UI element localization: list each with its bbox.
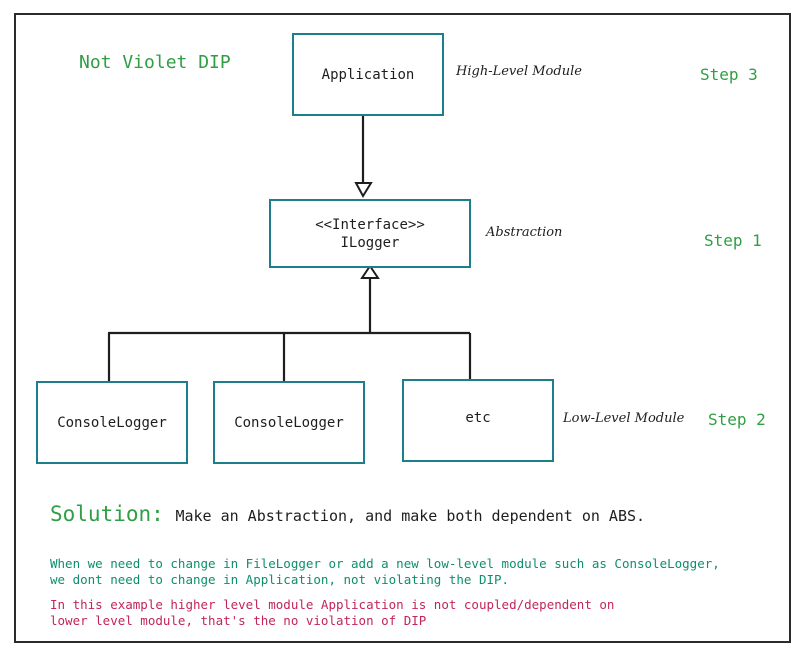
dependency-arrowhead [354, 182, 373, 199]
green-note-line-1: When we need to change in FileLogger or … [50, 556, 720, 571]
step-3-label: Step 3 [700, 65, 758, 84]
console-logger-label-1: ConsoleLogger [57, 414, 167, 431]
red-note: In this example higher level module Appl… [50, 597, 614, 629]
solution-text: Make an Abstraction, and make both depen… [175, 507, 646, 525]
green-note: When we need to change in FileLogger or … [50, 556, 720, 588]
solution-heading: Solution: [50, 502, 164, 526]
step-1-label: Step 1 [704, 231, 762, 250]
solution-line: Solution: Make an Abstraction, and make … [50, 502, 645, 526]
etc-label: etc [465, 410, 491, 426]
application-label: Application [321, 66, 415, 83]
console-logger-label-2: ConsoleLogger [234, 414, 344, 431]
application-box: Application [292, 33, 444, 116]
high-level-module-label: High-Level Module [456, 64, 582, 79]
ilogger-interface-box: <<Interface>> ILogger [269, 199, 471, 268]
red-note-line-1: In this example higher level module Appl… [50, 597, 615, 612]
green-note-line-2: we dont need to change in Application, n… [50, 572, 510, 587]
diagram-title: Not Violet DIP [79, 52, 231, 73]
low-level-module-label: Low-Level Module [563, 411, 685, 426]
etc-box: etc [402, 379, 554, 462]
interface-stereotype: <<Interface>> [315, 216, 425, 233]
interface-name: ILogger [340, 234, 400, 251]
red-note-line-2: lower level module, that's the no violat… [50, 613, 427, 628]
console-logger-box-2: ConsoleLogger [213, 381, 365, 464]
diagram-frame [14, 13, 791, 643]
abstraction-label: Abstraction [486, 225, 563, 240]
console-logger-box-1: ConsoleLogger [36, 381, 188, 464]
step-2-label: Step 2 [708, 410, 766, 429]
